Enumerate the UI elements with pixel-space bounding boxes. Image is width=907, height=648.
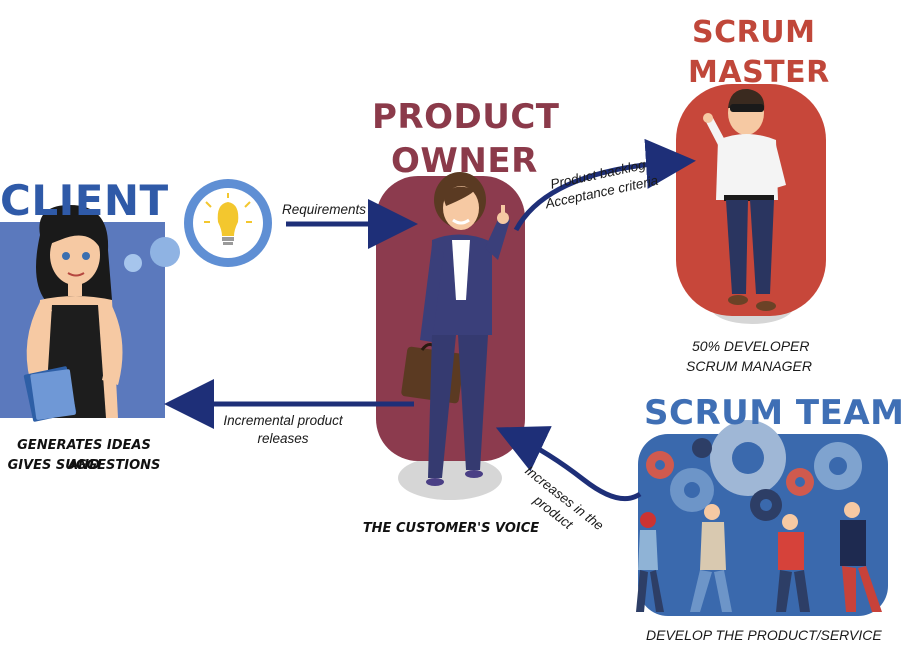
po-title-line2: OWNER [391, 141, 538, 181]
sm-caption-line1: 50% DEVELOPER [692, 338, 810, 354]
gear-icon [692, 438, 712, 458]
thought-bubble-medium [150, 237, 180, 267]
sm-title-line2: MASTER [688, 55, 830, 90]
thought-bubble-small [124, 254, 142, 272]
label-releases-line2: releases [257, 431, 309, 446]
team-figures [636, 502, 882, 612]
sm-caption-line2: SCRUM MANAGER [686, 358, 813, 374]
client-title: CLIENT [0, 176, 169, 225]
arrow-backlog [513, 138, 696, 232]
sm-figure [703, 88, 786, 311]
client-caption-line1: GENERATES IDEAS AND [17, 438, 151, 473]
label-releases: Incremental product releases [216, 412, 350, 448]
team-title: SCRUM TEAM [644, 393, 905, 433]
label-releases-line1: Incremental product [223, 413, 343, 428]
po-title-line1: PRODUCT [372, 97, 560, 137]
po-floor-shadow [398, 456, 502, 500]
lightbulb-icon [184, 179, 272, 267]
po-figure [401, 172, 510, 486]
gears-group [646, 420, 862, 521]
team-caption: DEVELOP THE PRODUCT/SERVICE [646, 627, 882, 643]
sm-title-line1: SCRUM [692, 15, 816, 50]
label-requirements: Requirements [282, 202, 367, 217]
client-figure [23, 205, 123, 422]
po-caption: THE CUSTOMER'S VOICE [362, 521, 540, 536]
client-caption-line2: GIVES SUGGESTIONS [7, 458, 161, 473]
arrow-increases [495, 426, 642, 502]
